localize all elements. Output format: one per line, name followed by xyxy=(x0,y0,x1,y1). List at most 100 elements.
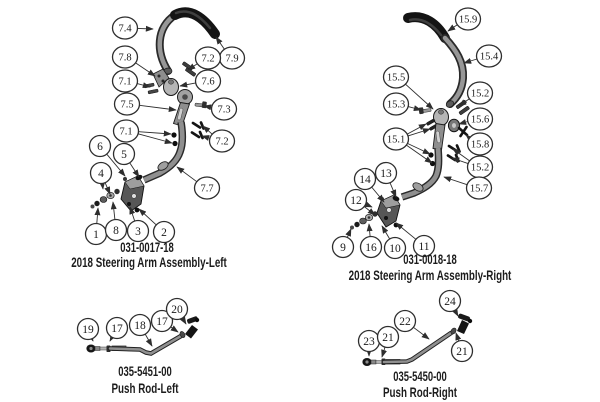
pivot-bolts xyxy=(143,82,159,95)
callout-balloon-7.2 xyxy=(194,46,222,70)
steering-arm-left-drawing xyxy=(90,7,220,213)
callout-label-17: 17 xyxy=(111,323,123,335)
callout-balloon-14 xyxy=(353,167,377,191)
leader-line-17 xyxy=(109,333,117,342)
angle-pins xyxy=(190,121,205,140)
leader-line-15.2 xyxy=(458,98,470,107)
leader-line-16 xyxy=(366,223,373,237)
callout-balloon-4 xyxy=(89,161,113,185)
leader-line-15.5 xyxy=(405,83,434,110)
callout-balloon-15.3 xyxy=(382,92,410,116)
callout-label-23: 23 xyxy=(363,336,375,348)
leader-line-4 xyxy=(99,181,106,190)
washer-stack xyxy=(90,188,120,209)
leader-line-4 xyxy=(104,182,111,195)
ribbed-washer xyxy=(447,118,461,133)
callout-label-15.2: 15.2 xyxy=(471,163,489,174)
steering-arm-right-drawing xyxy=(350,12,470,230)
leader-line-6 xyxy=(106,153,126,177)
callout-label-13: 13 xyxy=(380,168,392,180)
callout-label-7.1: 7.1 xyxy=(118,77,131,88)
callout-balloon-20 xyxy=(165,297,189,321)
callout-balloon-11 xyxy=(412,234,436,258)
leader-line-15.2 xyxy=(451,157,469,165)
callout-balloon-15.4 xyxy=(475,44,503,68)
title-steering-left: 2018 Steering Arm Assembly-Left xyxy=(71,254,227,270)
leader-line-17 xyxy=(170,325,179,333)
leader-line-15.1 xyxy=(406,123,427,135)
callout-label-6: 6 xyxy=(97,141,103,153)
callout-label-4: 4 xyxy=(98,168,104,180)
tube-collar xyxy=(412,182,424,192)
callout-label-14: 14 xyxy=(359,174,371,186)
callout-label-15.9: 15.9 xyxy=(459,15,477,26)
callout-balloon-24 xyxy=(438,289,462,313)
callout-balloon-18 xyxy=(128,313,152,337)
callout-balloon-7.8 xyxy=(111,45,139,69)
leader-line-11 xyxy=(395,222,417,240)
part-number-steering-left: 031-0017-18 xyxy=(120,240,174,255)
title-push-rod-left: Push Rod-Left xyxy=(111,380,179,396)
leader-line-5 xyxy=(129,162,140,178)
callout-label-15.8: 15.8 xyxy=(471,140,489,151)
callout-balloon-7.4 xyxy=(111,16,139,40)
leader-line-21 xyxy=(381,346,387,358)
callout-label-15.1: 15.1 xyxy=(387,135,405,146)
callout-balloon-9 xyxy=(331,235,355,259)
leader-line-22 xyxy=(413,326,430,340)
leader-line-21 xyxy=(455,332,462,342)
callout-label-8: 8 xyxy=(113,225,119,237)
leader-line-7.7 xyxy=(176,166,198,183)
leader-line-7.1 xyxy=(138,130,172,137)
leader-line-24 xyxy=(451,308,459,317)
callout-balloon-21 xyxy=(450,339,474,363)
leader-line-20 xyxy=(179,316,187,325)
part-number-steering-right: 031-0018-18 xyxy=(403,252,457,267)
callout-label-16: 16 xyxy=(365,242,377,254)
callout-label-1: 1 xyxy=(93,229,99,241)
callout-label-7.2: 7.2 xyxy=(201,54,214,65)
leader-line-7.3 xyxy=(203,104,212,111)
leader-line-7.4 xyxy=(137,25,154,32)
callout-balloon-15.5 xyxy=(382,65,410,89)
callout-balloon-10 xyxy=(383,236,407,260)
callout-balloon-15.6 xyxy=(466,107,494,131)
push-rod-left-drawing xyxy=(86,316,200,356)
leader-line-15.4 xyxy=(463,58,478,64)
callout-label-15.3: 15.3 xyxy=(387,100,405,111)
leader-line-15.7 xyxy=(443,176,468,186)
callout-balloon-17 xyxy=(105,316,129,340)
part-number-push-rod-right: 035-5450-00 xyxy=(393,369,447,384)
leader-line-15.1 xyxy=(407,142,431,155)
leader-line-7.5 xyxy=(139,104,177,113)
callout-label-7.2: 7.2 xyxy=(215,137,228,148)
callout-label-7.5: 7.5 xyxy=(120,100,133,111)
callout-balloon-17 xyxy=(150,309,174,333)
washer-stack xyxy=(350,211,378,230)
callout-label-7.3: 7.3 xyxy=(217,105,230,116)
bracket-bolt xyxy=(134,207,140,213)
callout-balloon-7.2 xyxy=(208,129,236,153)
leader-line-15.2 xyxy=(452,148,470,162)
title-push-rod-right: Push Rod-Right xyxy=(382,384,458,400)
callout-balloon-15.7 xyxy=(465,176,493,200)
callout-balloon-12 xyxy=(344,188,368,212)
callout-label-2: 2 xyxy=(161,227,167,239)
part-number-push-rod-left: 035-5451-00 xyxy=(118,364,172,379)
callout-label-18: 18 xyxy=(134,320,146,332)
callout-balloon-2 xyxy=(152,220,176,244)
leader-line-12 xyxy=(364,201,373,208)
callout-label-15.4: 15.4 xyxy=(480,52,499,63)
callout-label-5: 5 xyxy=(121,149,127,161)
ball-joint xyxy=(362,358,383,366)
callout-balloon-13 xyxy=(374,161,398,185)
callout-balloon-7.6 xyxy=(194,69,222,93)
callout-label-12: 12 xyxy=(350,195,362,207)
callout-label-15.6: 15.6 xyxy=(471,115,489,126)
leader-line-2 xyxy=(138,208,157,226)
callout-balloon-7.1 xyxy=(111,69,139,93)
ball-joint xyxy=(86,344,108,353)
